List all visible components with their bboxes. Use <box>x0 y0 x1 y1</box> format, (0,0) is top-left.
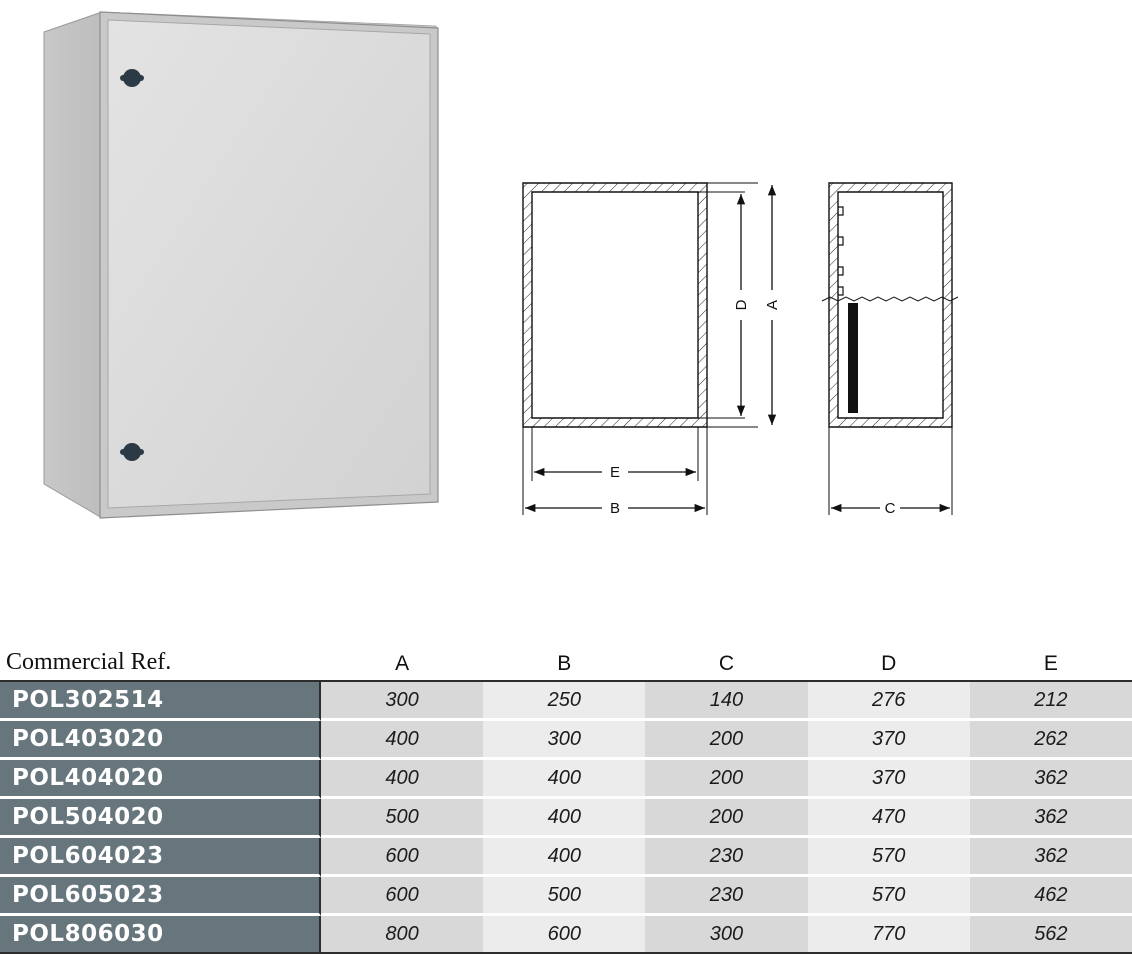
value-e-cell: 362 <box>969 760 1132 799</box>
value-a-cell: 500 <box>321 799 484 838</box>
value-d-cell: 276 <box>807 680 970 721</box>
table-row: POL404020 400 400 200 370 362 <box>0 760 1132 799</box>
table-header-row: Commercial Ref. A B C D E <box>0 640 1132 680</box>
value-b-cell: 400 <box>483 760 646 799</box>
dimensions-table: Commercial Ref. A B C D E POL302514 300 … <box>0 640 1132 954</box>
top-lock-icon <box>120 69 144 87</box>
value-e-cell: 362 <box>969 799 1132 838</box>
value-b-cell: 400 <box>483 799 646 838</box>
header-commercial-ref: Commercial Ref. <box>6 649 172 675</box>
value-a-cell: 600 <box>321 877 484 916</box>
value-d-cell: 370 <box>807 760 970 799</box>
label-d: D <box>733 299 750 310</box>
value-c-cell: 300 <box>645 916 808 954</box>
header-e: E <box>1043 652 1058 675</box>
header-a: A <box>395 652 410 675</box>
dimension-drawings: D A E B C <box>522 182 959 517</box>
commercial-ref-cell: POL302514 <box>0 680 322 721</box>
value-c-cell: 200 <box>645 799 808 838</box>
table-row: POL504020 500 400 200 470 362 <box>0 799 1132 838</box>
value-d-cell: 570 <box>807 877 970 916</box>
value-a-cell: 300 <box>321 680 484 721</box>
table-row: POL806030 800 600 300 770 562 <box>0 916 1132 954</box>
label-b: B <box>610 500 620 517</box>
value-b-cell: 600 <box>483 916 646 954</box>
value-d-cell: 770 <box>807 916 970 954</box>
value-b-cell: 400 <box>483 838 646 877</box>
value-e-cell: 562 <box>969 916 1132 954</box>
value-d-cell: 570 <box>807 838 970 877</box>
side-view-drawing <box>821 182 959 515</box>
value-a-cell: 400 <box>321 760 484 799</box>
label-a: A <box>764 300 781 310</box>
value-e-cell: 462 <box>969 877 1132 916</box>
commercial-ref-cell: POL604023 <box>0 838 322 877</box>
value-a-cell: 400 <box>321 721 484 760</box>
commercial-ref-cell: POL504020 <box>0 799 322 838</box>
value-e-cell: 212 <box>969 680 1132 721</box>
value-e-cell: 262 <box>969 721 1132 760</box>
value-a-cell: 600 <box>321 838 484 877</box>
table-row: POL605023 600 500 230 570 462 <box>0 877 1132 916</box>
value-c-cell: 200 <box>645 760 808 799</box>
table-row: POL403020 400 300 200 370 262 <box>0 721 1132 760</box>
value-d-cell: 470 <box>807 799 970 838</box>
header-d: D <box>881 652 897 675</box>
value-c-cell: 230 <box>645 838 808 877</box>
value-b-cell: 500 <box>483 877 646 916</box>
value-b-cell: 250 <box>483 680 646 721</box>
commercial-ref-cell: POL404020 <box>0 760 322 799</box>
value-c-cell: 230 <box>645 877 808 916</box>
value-d-cell: 370 <box>807 721 970 760</box>
commercial-ref-cell: POL605023 <box>0 877 322 916</box>
label-e: E <box>610 464 620 481</box>
header-c: C <box>718 652 735 675</box>
commercial-ref-cell: POL403020 <box>0 721 322 760</box>
header-b: B <box>557 652 572 675</box>
cabinet-side-panel <box>43 11 103 519</box>
value-a-cell: 800 <box>321 916 484 954</box>
label-c: C <box>885 500 896 517</box>
cabinet-door <box>107 19 431 509</box>
enclosure-cabinet-image <box>43 11 439 519</box>
commercial-ref-cell: POL806030 <box>0 916 322 954</box>
bottom-lock-icon <box>120 443 144 461</box>
front-view-drawing <box>522 182 777 515</box>
table-row: POL302514 300 250 140 276 212 <box>0 680 1132 721</box>
value-e-cell: 362 <box>969 838 1132 877</box>
value-c-cell: 200 <box>645 721 808 760</box>
value-c-cell: 140 <box>645 680 808 721</box>
value-b-cell: 300 <box>483 721 646 760</box>
table-row: POL604023 600 400 230 570 362 <box>0 838 1132 877</box>
